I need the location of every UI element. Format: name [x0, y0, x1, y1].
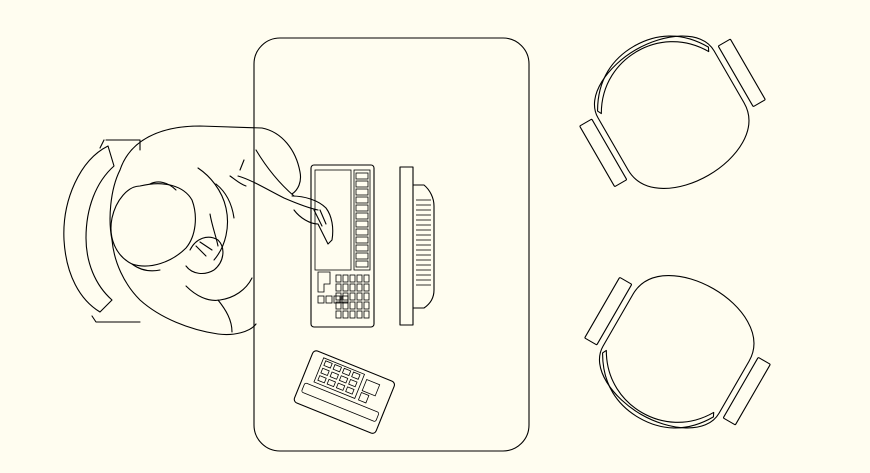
person [109, 125, 334, 336]
desk-phone [293, 350, 396, 434]
armchair-bottom-right [584, 275, 771, 429]
armchair-top-right [579, 35, 766, 189]
monitor [399, 166, 435, 326]
desk [253, 37, 530, 452]
office-chair [63, 139, 141, 323]
keyboard [310, 164, 375, 328]
